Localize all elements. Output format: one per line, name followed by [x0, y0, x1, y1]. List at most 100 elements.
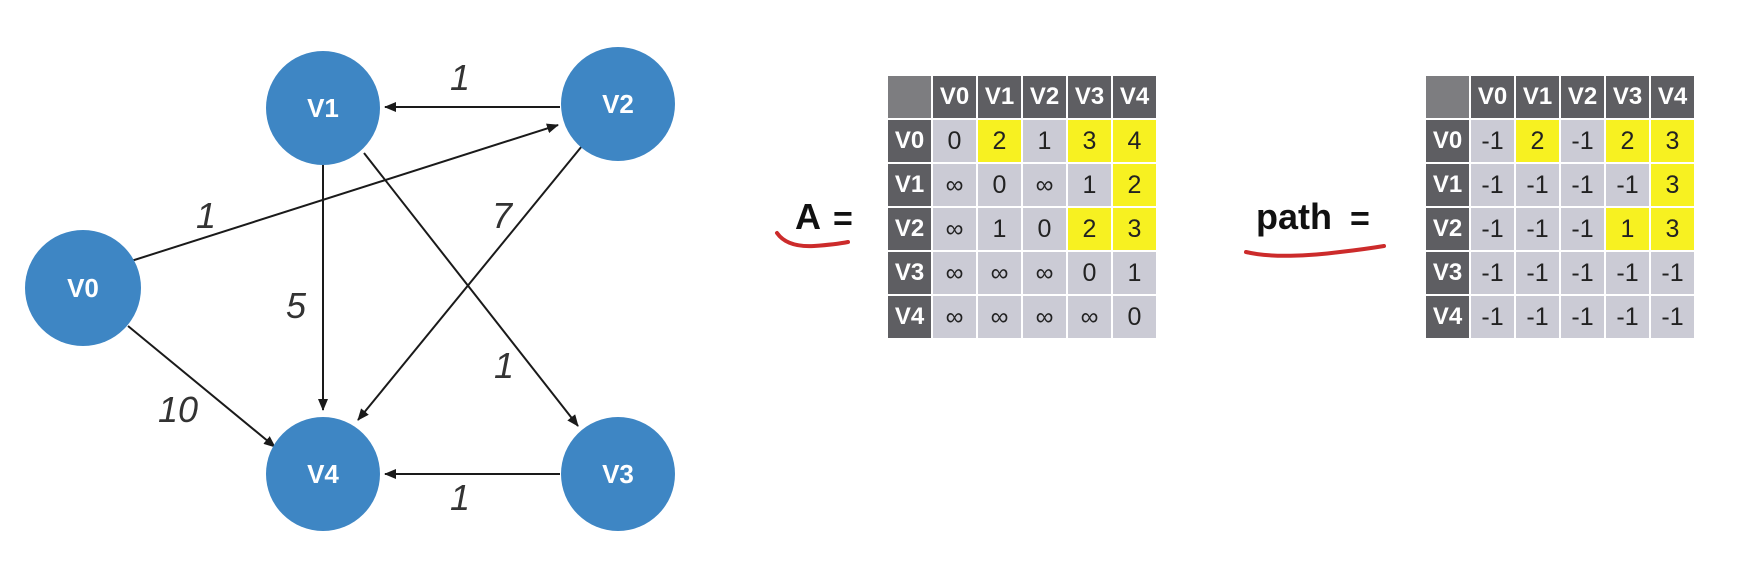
- matrix-cell: 0: [976, 162, 1023, 208]
- matrix-cell: -1: [1559, 206, 1606, 252]
- matrix-col-header: V2: [1559, 74, 1606, 120]
- matrix-cell: ∞: [931, 206, 978, 252]
- matrix-cell: -1: [1559, 294, 1606, 340]
- matrix-col-header: V1: [976, 74, 1023, 120]
- matrix-row-header: V0: [886, 118, 933, 164]
- matrix-cell: 3: [1111, 206, 1158, 252]
- matrix-row-header: V0: [1424, 118, 1471, 164]
- matrix-row: V3-1-1-1-1-1: [1424, 250, 1696, 296]
- matrix-a-underline: [775, 231, 850, 249]
- matrix-cell: 1: [1066, 162, 1113, 208]
- matrix-cell: 2: [1111, 162, 1158, 208]
- matrix-cell: -1: [1649, 294, 1696, 340]
- matrix-row-header: V3: [1424, 250, 1471, 296]
- matrix-cell: 1: [1604, 206, 1651, 252]
- matrix-col-header: V2: [1021, 74, 1068, 120]
- matrix-cell: -1: [1514, 206, 1561, 252]
- matrix-cell: -1: [1469, 162, 1516, 208]
- matrix-path-equals: =: [1350, 200, 1370, 238]
- matrix-cell: -1: [1469, 294, 1516, 340]
- matrix-cell: -1: [1604, 250, 1651, 296]
- matrix-cell: ∞: [1021, 250, 1068, 296]
- matrix-a-equals: =: [833, 200, 853, 238]
- matrix-cell: 1: [1111, 250, 1158, 296]
- matrix-cell: -1: [1559, 250, 1606, 296]
- matrix-cell: ∞: [931, 294, 978, 340]
- matrix-row-header: V4: [1424, 294, 1471, 340]
- matrix-cell: -1: [1604, 294, 1651, 340]
- matrix-cell: 0: [1066, 250, 1113, 296]
- matrix-cell: 0: [931, 118, 978, 164]
- matrix-cell: ∞: [1066, 294, 1113, 340]
- matrix-cell: 3: [1649, 118, 1696, 164]
- matrix-header-row: V0 V1 V2 V3 V4: [886, 74, 1158, 120]
- matrix-cell: ∞: [1021, 294, 1068, 340]
- matrix-col-header: V4: [1649, 74, 1696, 120]
- matrix-cell: 1: [1021, 118, 1068, 164]
- edge-weight-v0-v4: 10: [158, 389, 198, 430]
- node-v1: V1: [266, 51, 380, 165]
- edge-v2-v4: [357, 145, 583, 421]
- matrix-cell: 3: [1649, 162, 1696, 208]
- edges-group: [127, 102, 583, 479]
- matrix-col-header: V0: [1469, 74, 1516, 120]
- matrix-row: V4∞∞∞∞0: [886, 294, 1158, 340]
- node-v2: V2: [561, 47, 675, 161]
- edge-v1-v3: [363, 152, 579, 427]
- matrix-cell: 4: [1111, 118, 1158, 164]
- node-label: V3: [602, 459, 634, 489]
- matrix-row-header: V1: [886, 162, 933, 208]
- matrix-row-header: V2: [1424, 206, 1471, 252]
- matrix-col-header: V4: [1111, 74, 1158, 120]
- matrix-col-header: V3: [1604, 74, 1651, 120]
- matrix-cell: 2: [976, 118, 1023, 164]
- matrix-cell: 0: [1111, 294, 1158, 340]
- nodes-group: V0 V1 V2 V3 V4: [25, 47, 675, 531]
- matrix-cell: 2: [1066, 206, 1113, 252]
- edge-weight-v2-v1: 1: [450, 57, 470, 98]
- matrix-cell: -1: [1514, 250, 1561, 296]
- matrix-cell: ∞: [976, 294, 1023, 340]
- edge-weight-v1-v4: 5: [286, 285, 307, 326]
- matrix-cell: 0: [1021, 206, 1068, 252]
- edge-weight-v0-v2: 1: [196, 195, 216, 236]
- matrix-cell: -1: [1559, 162, 1606, 208]
- matrix-path-label: path: [1256, 196, 1332, 237]
- matrix-header-row: V0 V1 V2 V3 V4: [1424, 74, 1696, 120]
- matrix-cell: 1: [976, 206, 1023, 252]
- matrix-row-header: V4: [886, 294, 933, 340]
- matrix-cell: -1: [1514, 162, 1561, 208]
- matrix-cell: -1: [1514, 294, 1561, 340]
- edge-labels-group: 1 10 5 1 1 7 1: [158, 57, 514, 518]
- matrix-row-header: V3: [886, 250, 933, 296]
- matrix-row-header: V1: [1424, 162, 1471, 208]
- matrix-a-label: A: [795, 196, 821, 237]
- node-label: V4: [307, 459, 339, 489]
- matrix-cell: -1: [1469, 250, 1516, 296]
- node-v0: V0: [25, 230, 141, 346]
- matrix-row: V4-1-1-1-1-1: [1424, 294, 1696, 340]
- matrix-path-underline: [1244, 244, 1386, 258]
- matrix-col-header: V3: [1066, 74, 1113, 120]
- matrix-col-header: V0: [931, 74, 978, 120]
- node-label: V1: [307, 93, 339, 123]
- matrix-corner: [1424, 74, 1471, 120]
- node-label: V0: [67, 273, 99, 303]
- matrix-cell: 3: [1066, 118, 1113, 164]
- node-label: V2: [602, 89, 634, 119]
- matrix-cell: -1: [1469, 206, 1516, 252]
- matrix-row-header: V2: [886, 206, 933, 252]
- matrix-corner: [886, 74, 933, 120]
- matrix-cell: 2: [1604, 118, 1651, 164]
- edge-weight-v1-v3: 1: [494, 345, 514, 386]
- matrix-cell: 3: [1649, 206, 1696, 252]
- matrix-cell: ∞: [931, 250, 978, 296]
- edge-v0-v4: [127, 325, 276, 448]
